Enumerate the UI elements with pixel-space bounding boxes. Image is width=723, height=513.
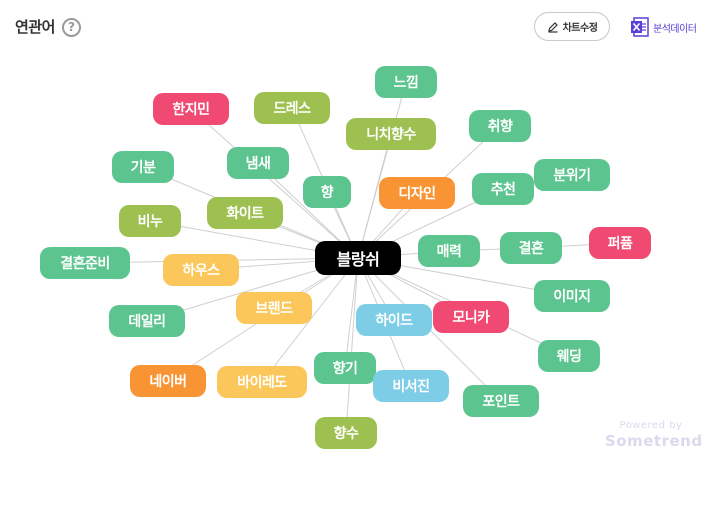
keyword-node[interactable]: 퍼퓸 xyxy=(589,227,651,259)
keyword-node[interactable]: 분위기 xyxy=(534,159,610,191)
brand-logo-text: Sometrend xyxy=(605,432,703,450)
excel-icon xyxy=(631,17,649,37)
question-circle-icon[interactable]: ? xyxy=(62,18,81,37)
keyword-node[interactable]: 향기 xyxy=(314,352,376,384)
edit-chart-button[interactable]: 차트수정 xyxy=(534,12,610,41)
keyword-node[interactable]: 향수 xyxy=(315,417,377,449)
keyword-node[interactable]: 결혼 xyxy=(500,232,562,264)
pencil-icon xyxy=(547,21,558,33)
graph-edge xyxy=(190,108,359,259)
keyword-node[interactable]: 향 xyxy=(303,176,351,208)
keyword-node[interactable]: 니치향수 xyxy=(346,118,436,150)
keyword-node[interactable]: 한지민 xyxy=(153,93,229,125)
keyword-node[interactable]: 비서진 xyxy=(373,370,449,402)
keyword-node[interactable]: 기분 xyxy=(112,151,174,183)
keyword-node[interactable]: 모니카 xyxy=(433,301,509,333)
graph-edge xyxy=(357,133,392,259)
edit-chart-label: 차트수정 xyxy=(562,23,598,34)
keyword-node[interactable]: 브랜드 xyxy=(236,292,312,324)
keyword-node[interactable]: 하이드 xyxy=(356,304,432,336)
keyword-node[interactable]: 결혼준비 xyxy=(40,247,130,279)
page-title: 연관어 xyxy=(15,18,55,36)
keyword-node[interactable]: 웨딩 xyxy=(538,340,600,372)
powered-by-watermark: Powered by Sometrend xyxy=(605,420,703,450)
keyword-node[interactable]: 느낌 xyxy=(375,66,437,98)
keyword-node[interactable]: 이미지 xyxy=(534,280,610,312)
keyword-node[interactable]: 매력 xyxy=(418,235,480,267)
keyword-node[interactable]: 포인트 xyxy=(463,385,539,417)
center-keyword-node[interactable]: 블랑쉬 xyxy=(315,241,401,275)
keyword-node[interactable]: 데일리 xyxy=(109,305,185,337)
keyword-node[interactable]: 네이버 xyxy=(130,365,206,397)
keyword-node[interactable]: 화이트 xyxy=(207,197,283,229)
analysis-data-label: 분석데이터 xyxy=(653,23,697,35)
powered-by-text: Powered by xyxy=(619,420,683,431)
keyword-node[interactable]: 취향 xyxy=(469,110,531,142)
keyword-node[interactable]: 냄새 xyxy=(227,147,289,179)
keyword-node[interactable]: 하우스 xyxy=(163,254,239,286)
keyword-node[interactable]: 디자인 xyxy=(379,177,455,209)
keyword-node[interactable]: 추천 xyxy=(472,173,534,205)
keyword-node[interactable]: 비누 xyxy=(119,205,181,237)
graph-edge xyxy=(344,257,359,369)
graph-edge xyxy=(345,257,359,434)
keyword-node[interactable]: 바이레도 xyxy=(217,366,307,398)
keyword-node[interactable]: 드레스 xyxy=(254,92,330,124)
analysis-data-button[interactable]: 분석데이터 xyxy=(630,15,697,39)
